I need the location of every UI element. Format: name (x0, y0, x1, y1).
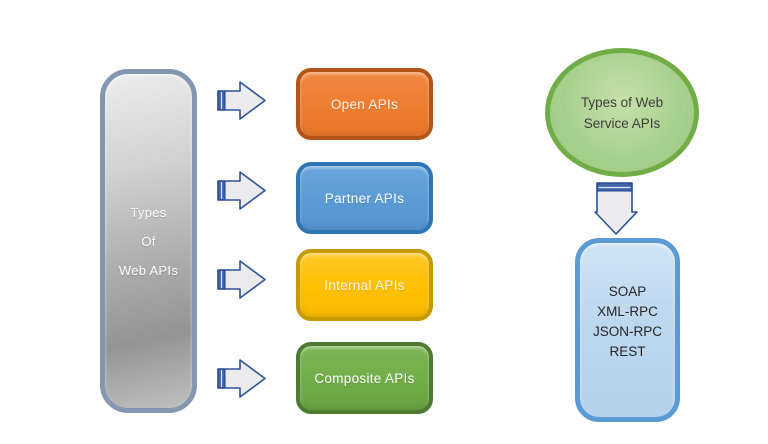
pill-line-3: Web APIs (118, 262, 179, 278)
partner-apis-box: Partner APIs (296, 162, 433, 234)
internal-apis-label: Internal APIs (324, 277, 405, 293)
right-arrow-icon (217, 171, 266, 210)
pill-line-1: Types (130, 204, 167, 220)
internal-apis-box: Internal APIs (296, 249, 433, 321)
composite-apis-label: Composite APIs (314, 370, 415, 386)
protocol-item-rest: REST (609, 344, 646, 359)
types-of-web-service-apis-ellipse: Types of Web Service APIs (545, 48, 699, 177)
composite-apis-box: Composite APIs (296, 342, 433, 414)
ellipse-title-line-2: Service APIs (583, 115, 661, 131)
partner-apis-label: Partner APIs (324, 190, 405, 206)
right-arrow-icon (217, 81, 266, 120)
protocol-item-json-rpc: JSON-RPC (592, 324, 662, 339)
open-apis-label: Open APIs (330, 96, 399, 112)
right-arrow-icon (217, 359, 266, 398)
right-arrow-icon (217, 260, 266, 299)
ellipse-title-line-1: Types of Web (580, 94, 664, 110)
web-service-protocols-box: SOAP XML-RPC JSON-RPC REST (575, 238, 680, 422)
types-of-web-apis-shape: Types Of Web APIs (100, 69, 197, 413)
protocol-item-xml-rpc: XML-RPC (597, 304, 658, 319)
protocol-item-soap: SOAP (608, 284, 647, 299)
down-arrow-icon (594, 182, 638, 235)
pill-line-2: Of (141, 233, 156, 249)
open-apis-box: Open APIs (296, 68, 433, 140)
